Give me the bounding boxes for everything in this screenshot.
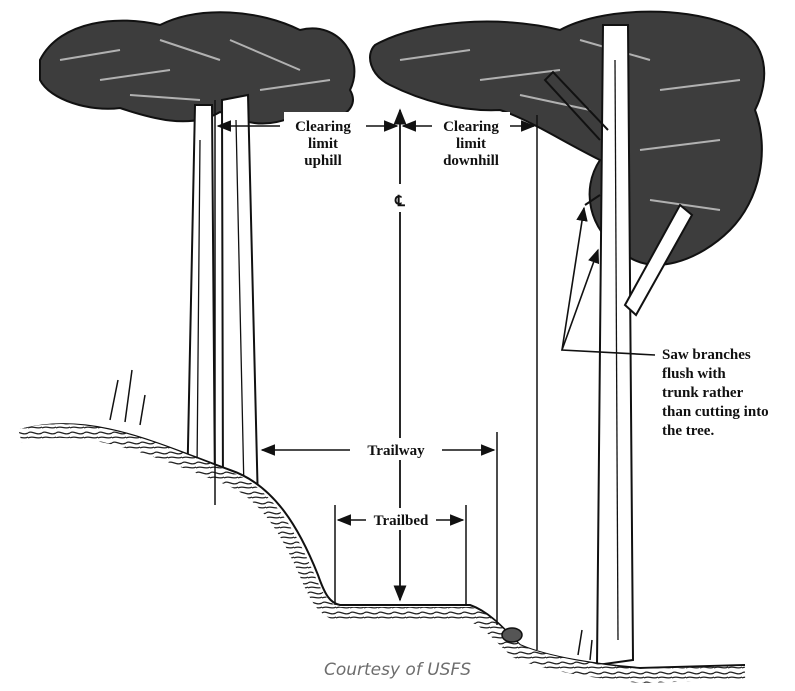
uphill-line-3: uphill	[304, 153, 342, 169]
uphill-line-2: limit	[308, 136, 338, 152]
downhill-line-1: Clearing	[443, 119, 499, 135]
saw-note-line-5: the tree.	[662, 423, 714, 439]
left-trunks	[187, 95, 258, 505]
image-credit: Courtesy of USFS	[0, 660, 795, 680]
centerline-symbol: ℄	[394, 194, 405, 210]
downhill-line-2: limit	[456, 136, 486, 152]
right-canopy	[370, 12, 764, 265]
clearing-limit-uphill-label: Clearing limit uphill	[284, 112, 366, 172]
clearing-limit-downhill-label: Clearing limit downhill	[434, 112, 510, 172]
saw-note-line-2: flush with	[662, 366, 726, 382]
saw-note-line-3: trunk rather	[662, 385, 744, 401]
downhill-line-3: downhill	[443, 153, 499, 169]
uphill-line-1: Clearing	[295, 119, 351, 135]
saw-branches-note: Saw branches flush with trunk rather tha…	[656, 340, 792, 440]
trailbed-label: Trailbed	[374, 513, 429, 529]
saw-note-line-4: than cutting into	[662, 404, 769, 420]
saw-note-line-1: Saw branches	[662, 347, 751, 363]
trailway-label: Trailway	[367, 443, 425, 459]
